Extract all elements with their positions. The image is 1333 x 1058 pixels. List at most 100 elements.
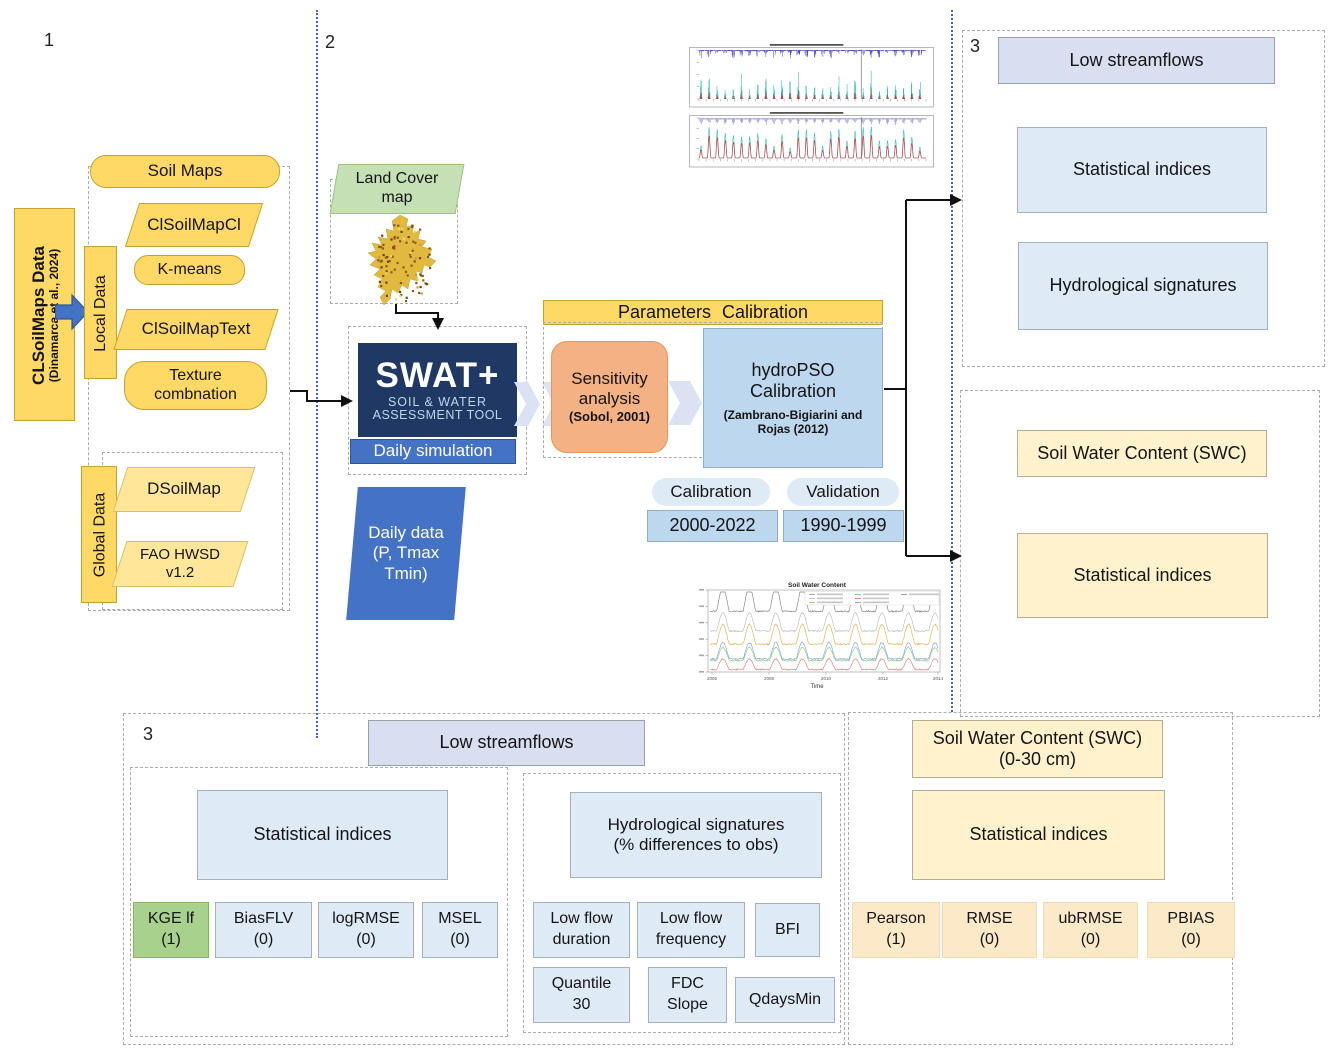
daily-data-line3: Tmin) [384,563,428,583]
daily-simulation-label: Daily simulation [373,441,493,461]
texture-combination-pill: Texture combnation [124,361,267,410]
metric-msel-name: MSEL [438,910,482,928]
calibration-label: Calibration [670,481,752,501]
metric-pearson-name: Pearson [866,910,926,928]
low-streamflows-label-bottom: Low streamflows [439,732,574,753]
land-cover-shape: Land Cover map [329,164,465,214]
sig-q30-line1: Quantile [551,975,612,993]
low-streamflows-header-top: Low streamflows [998,37,1275,84]
parameters-calibration-header: Parameters Calibration [543,300,883,325]
metric-pearson: Pearson (1) [852,902,940,958]
section-divider-2 [951,10,953,712]
clsoilmapcl-shape: ClSoilMapCl [124,203,264,247]
hydropso-calibration-box: hydroPSO Calibration (Zambrano-Bigiarini… [703,328,883,468]
global-data-label: Global Data [91,492,109,578]
metric-biasflv-name: BiasFLV [233,910,294,928]
clsoilmaps-title: CLSoilMaps Data [28,246,48,385]
local-data-label: Local Data [92,275,110,352]
swc-objective-header-line1: Soil Water Content (SWC) [932,727,1143,748]
signatures-title-line1: Hydrological signatures [607,814,785,834]
monthly-streamflow-chart [689,112,934,168]
signature-quantile-30: Quantile 30 [533,967,630,1023]
sensitivity-line1: Sensitivity [571,369,648,389]
signatures-title-box: Hydrological signatures (% differences t… [570,792,822,878]
dsoilmap-label: DSoilMap [147,479,221,499]
daily-simulation-bar: Daily simulation [350,439,516,464]
metric-rmse-value: (0) [979,931,1000,948]
objectives-streamflow-group-box [123,713,845,1045]
sig-lff-line1: Low flow [659,910,723,928]
swc-output-label: Soil Water Content (SWC) [1037,442,1247,463]
daily-data-line2: (P, Tmax [372,543,440,563]
clsoilmapcl-label: ClSoilMapCl [147,214,241,234]
sig-qdaysmin-label: QdaysMin [748,990,822,1008]
swc-tick-1: 2008 [764,676,775,681]
metric-logrmse-name: logRMSE [332,910,400,928]
swc-tick-3: 2012 [878,676,889,681]
calibration-pill: Calibration [652,478,770,506]
calibration-period: 2000-2022 [669,515,756,536]
metric-pbias: PBIAS (0) [1147,902,1235,958]
metric-logrmse-value: (0) [356,931,376,948]
streamflow-outputs-group-box [962,30,1325,367]
fao-hwsd-shape: FAO HWSD v1.2 [111,541,249,587]
texture-line1: Texture [169,366,222,384]
sensitivity-analysis-box: Sensitivity analysis (Sobol, 2001) [551,341,668,453]
swc-xlabel: Time [810,684,824,690]
sig-lff-line2: frequency [655,931,727,948]
swc-output-box: Soil Water Content (SWC) [1017,430,1267,477]
swat-sub2: ASSESSMENT TOOL [372,408,503,423]
sig-fdc-line2: Slope [667,996,708,1013]
section-number-3-bottom: 3 [143,724,154,744]
validation-label: Validation [806,481,880,501]
parameters-calibration-label: Parameters Calibration [617,301,809,322]
metric-ubrmse-value: (0) [1080,931,1101,948]
swc-stat-indices-title: Statistical indices [969,824,1108,845]
metric-rmse-name: RMSE [966,910,1013,928]
metric-kge-value: (1) [161,931,181,948]
metric-logrmse: logRMSE (0) [318,902,414,958]
metric-ubrmse: ubRMSE (0) [1043,902,1138,958]
sensitivity-ref: (Sobol, 2001) [569,409,650,425]
low-streamflows-label-top: Low streamflows [1069,49,1204,70]
metric-pearson-value: (1) [886,931,906,948]
hydrological-signatures-label-top: Hydrological signatures [1049,275,1237,296]
swat-logo-text: SWAT+ [375,356,500,395]
metric-pbias-value: (0) [1181,931,1201,948]
sig-bfi-label: BFI [775,920,800,938]
validation-pill: Validation [787,478,899,506]
hydropso-ref1: (Zambrano-Bigiarini and [723,408,863,423]
swc-objective-header-box: Soil Water Content (SWC) (0-30 cm) [912,720,1163,778]
signatures-subgroup-box [523,773,841,1033]
section-number-3-top: 3 [970,36,981,56]
soil-maps-label: Soil Maps [147,161,223,181]
signature-low-flow-duration: Low flow duration [533,902,630,958]
right-block-arrow-icon [55,293,89,331]
statistical-indices-box-top: Statistical indices [1017,127,1267,213]
sensitivity-line2: analysis [578,389,641,409]
dsoilmap-shape: DSoilMap [112,467,256,512]
local-data-box: Local Data [84,246,117,379]
signatures-title-line2: (% differences to obs) [613,835,779,854]
clsoilmaptext-shape: ClSoilMapText [113,309,279,350]
kmeans-label: K-means [157,260,222,278]
swat-sub1: SOIL & WATER [387,394,488,409]
metric-rmse: RMSE (0) [942,902,1037,958]
metric-msel-value: (0) [450,931,470,948]
calibration-period-box: 2000-2022 [647,510,778,542]
signature-low-flow-frequency: Low flow frequency [637,902,745,958]
signature-fdc-slope: FDC Slope [648,967,727,1023]
statistical-indices-label-top: Statistical indices [1072,159,1212,180]
stat-indices-subgroup-box [130,767,508,1037]
swat-logo-box: SWAT+ SOIL & WATER ASSESSMENT TOOL [358,343,517,437]
swc-tick-2: 2010 [821,676,832,681]
land-cover-line1: Land Cover [355,170,439,188]
hydropso-line2: Calibration [749,380,837,401]
global-data-box: Global Data [81,466,117,603]
swc-tick-4: 2014 [933,676,944,681]
land-cover-line2: map [381,189,413,206]
hydrological-signatures-box-top: Hydrological signatures [1018,242,1268,330]
metric-ubrmse-name: ubRMSE [1058,910,1123,928]
swc-stat-indices-title-box: Statistical indices [912,790,1165,880]
